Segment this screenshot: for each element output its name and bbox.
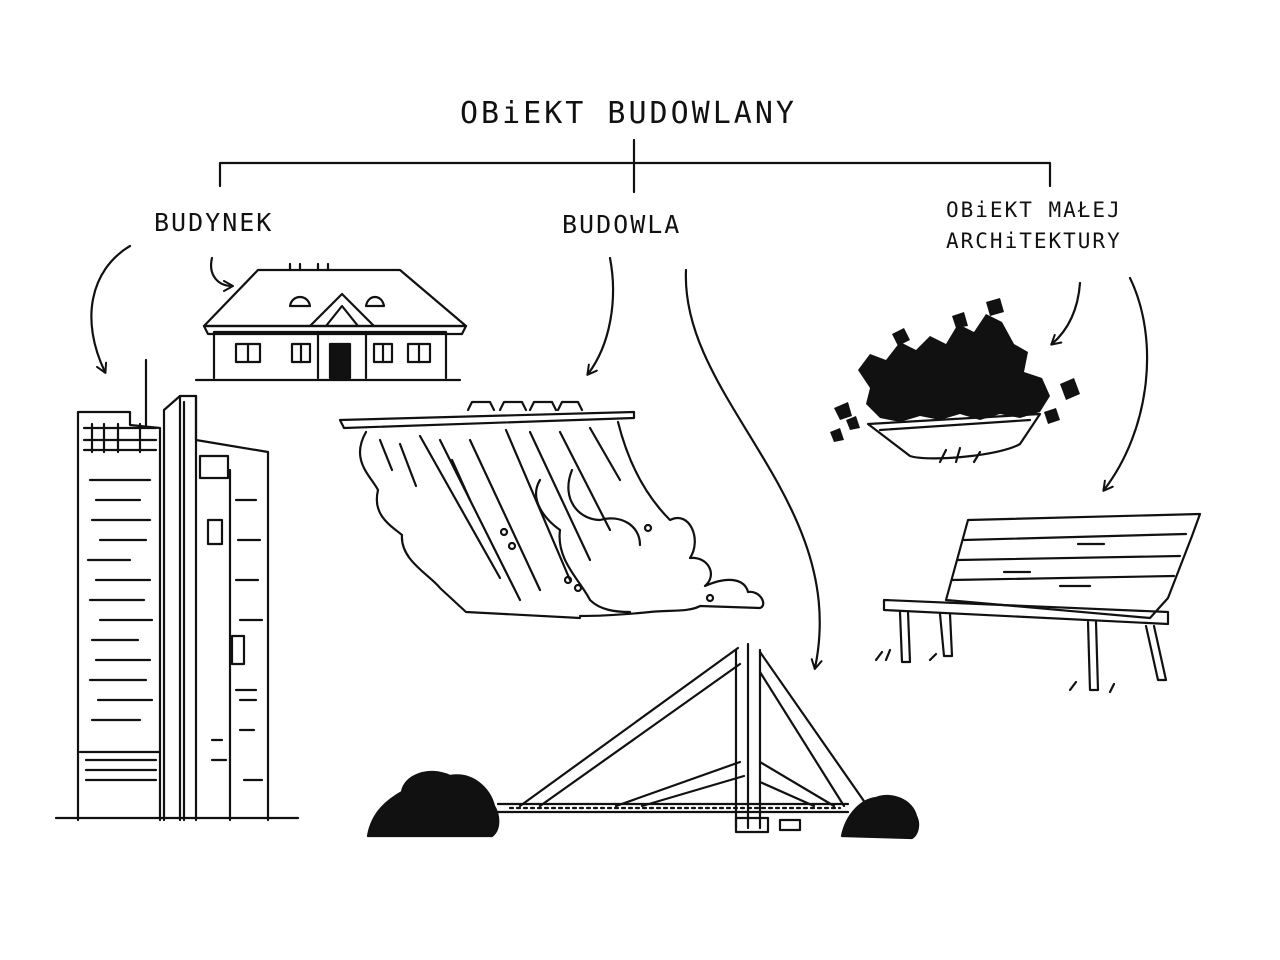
category-label-line: OBiEKT MAŁEJ [946,198,1122,222]
bridge-illustration [366,642,920,840]
arrow-to-planter [1050,281,1082,346]
tree-connector [218,138,1052,194]
bench-illustration [874,512,1202,694]
category-label-structure: BUDOWLA [562,210,682,239]
category-label-line: ARCHiTEKTURY [946,229,1122,253]
root-label: OBiEKT BUDOWLANY [460,96,797,131]
arrow-to-tower [90,244,132,374]
category-label-building: BUDYNEK [154,208,274,237]
arrow-to-house [210,256,234,292]
dam-illustration [338,400,765,620]
arrows [90,244,1149,670]
arrow-to-bridge [684,268,823,670]
tower-illustration [54,358,300,822]
arrow-to-bench [1102,276,1149,492]
arrow-to-dam [586,256,615,376]
house-illustration [194,262,468,382]
planter-illustration [830,298,1080,464]
category-label-small-architecture: OBiEKT MAŁEJ ARCHiTEKTURY [946,195,1122,257]
